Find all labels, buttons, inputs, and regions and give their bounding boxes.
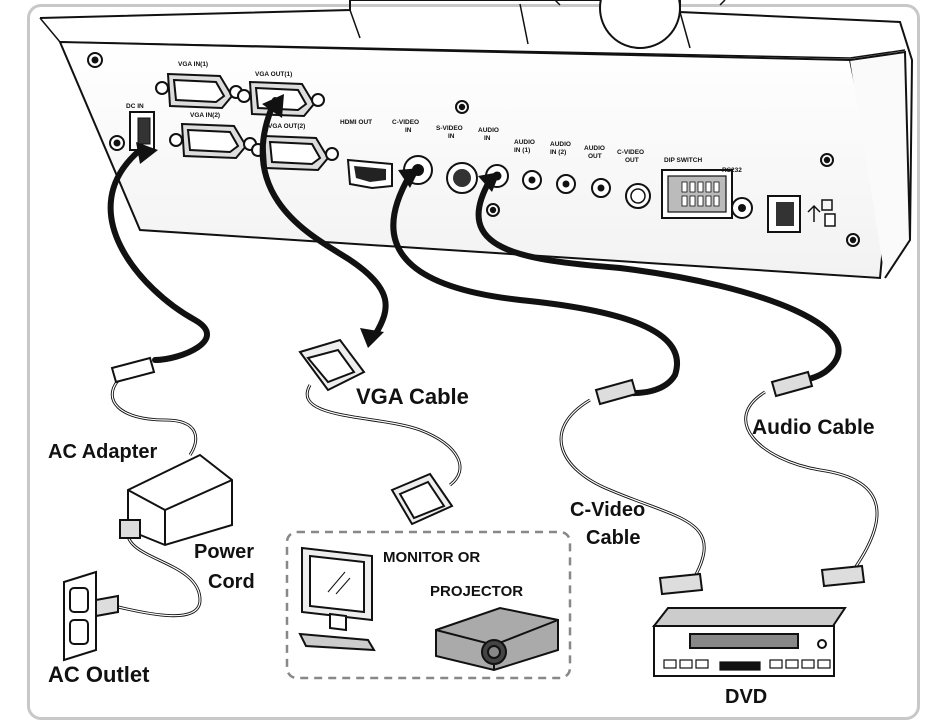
audio-in-label-1: AUDIO	[478, 127, 499, 134]
cvideo-in-label-2: IN	[405, 127, 412, 134]
vga-out1-label: VGA OUT(1)	[255, 71, 292, 78]
cvideo-in-label-1: C-VIDEO	[392, 119, 419, 126]
dip-switch-label: DIP SWITCH	[664, 157, 702, 164]
dvd-player-icon	[651, 607, 847, 677]
cable-plugs	[110, 338, 866, 596]
dip-switch: DIP SWITCH	[661, 157, 733, 219]
dc-in-port: DC IN	[126, 103, 155, 151]
diagram-frame	[27, 4, 920, 720]
cable-arrowheads	[136, 94, 500, 348]
rs232-port: RS232	[722, 167, 753, 219]
rs232-label: RS232	[722, 167, 742, 174]
audio-cable-label: Audio Cable	[752, 416, 875, 439]
monitor-projector-box	[285, 530, 572, 680]
ac-adapter	[119, 453, 233, 547]
vga-cable-label: VGA Cable	[356, 384, 469, 409]
power-cord-label-1: Power	[194, 541, 254, 563]
monitor-icon	[298, 546, 376, 652]
usb-port	[767, 195, 821, 233]
audio-out-label-1: AUDIO	[584, 145, 605, 152]
vga-out2-label: VGA OUT(2)	[268, 123, 305, 130]
audio-in2-label-2: IN (2)	[550, 149, 566, 156]
panel-screws	[87, 52, 860, 247]
audio-in1-label-1: AUDIO	[514, 139, 535, 146]
monitor-projector-label-1: MONITOR OR	[383, 549, 480, 566]
audio-out-label-2: OUT	[588, 153, 602, 160]
audio-in1-label-2: IN (1)	[514, 147, 530, 154]
device-body	[39, 0, 914, 241]
thin-cables	[109, 376, 879, 618]
ac-outlet-label: AC Outlet	[48, 662, 150, 687]
dvd-label: DVD	[725, 686, 767, 708]
hdmi-out-label: HDMI OUT	[340, 119, 372, 126]
ac-adapter-label: AC Adapter	[48, 441, 157, 463]
audio-in2-label-1: AUDIO	[550, 141, 571, 148]
dc-in-label: DC IN	[126, 103, 144, 110]
thick-cables	[107, 97, 842, 397]
cvideo-cable-label-2: Cable	[586, 527, 640, 549]
cvideo-out-label-1: C-VIDEO	[617, 149, 644, 156]
hdmi-out-port: HDMI OUT	[340, 119, 393, 190]
vga-in1-label: VGA IN(1)	[178, 61, 208, 68]
cvideo-out-label-2: OUT	[625, 157, 639, 164]
cvideo-cable-label-1: C-Video	[570, 499, 645, 521]
lock-icon	[821, 199, 836, 227]
projector-icon	[435, 606, 559, 672]
svideo-in-label-1: S-VIDEO	[436, 125, 463, 132]
audio-in-label-2: IN	[484, 135, 491, 142]
monitor-projector-label-2: PROJECTOR	[430, 583, 523, 600]
power-cord-label-2: Cord	[208, 571, 255, 593]
vga-in2-label: VGA IN(2)	[190, 112, 220, 119]
svideo-in-label-2: IN	[448, 133, 455, 140]
ac-outlet	[63, 570, 119, 662]
